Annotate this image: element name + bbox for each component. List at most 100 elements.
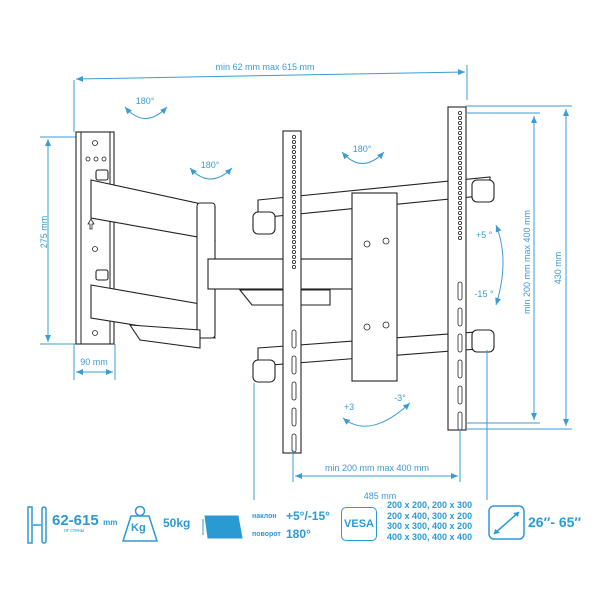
rail-hole [291, 214, 296, 219]
bracket-height-dimension: 430 mm [466, 105, 572, 430]
rail-slot [291, 381, 297, 401]
up-arrow-icon [87, 218, 95, 230]
rail-hole [457, 135, 462, 140]
rail-hole [291, 184, 296, 189]
bracket-width-dimension: 485 mm [253, 350, 488, 500]
rail-hole [291, 134, 296, 139]
level-adjust-indicator: +3 -3° [342, 393, 411, 427]
wall-plate-height-dimension: 275 mm [39, 136, 80, 345]
arm-swivel-indicator: 180° [189, 160, 233, 180]
tilt-indicator: +5 ° -15 ° [474, 224, 504, 306]
rail-hole [457, 205, 462, 210]
vesa-pattern-row: 200 x 200, 200 x 300 [387, 500, 473, 510]
rail-slot [457, 281, 463, 301]
rail-hole [457, 170, 462, 175]
vesa-vertical-dimension: min 200 mm max 400 mm [466, 112, 540, 424]
wall-plate-height-label: 275 mm [39, 216, 49, 249]
tilt-value: +5°/-15° [286, 509, 330, 523]
rail-slot [457, 411, 463, 431]
rail-hole [457, 155, 462, 160]
rail-slot [457, 359, 463, 379]
rail-hole [291, 254, 296, 259]
wall-swivel-indicator: 180° [124, 96, 168, 119]
weight-value: 50kg [163, 516, 191, 530]
rail-hole [291, 154, 296, 159]
screen-size-icon [488, 505, 525, 540]
rail-hole [457, 210, 462, 215]
depth-label: min 62 mm max 615 mm [215, 62, 314, 72]
rail-hole [457, 160, 462, 165]
rail-hole [457, 165, 462, 170]
rail-hole [457, 121, 462, 126]
rail-hole [291, 199, 296, 204]
bracket-height-label: 430 mm [553, 252, 563, 285]
rail-hole [291, 239, 296, 244]
rail-hole [291, 139, 296, 144]
tilt-up-label: +5 ° [476, 230, 493, 240]
rail-hole [457, 145, 462, 150]
rail-hole [457, 235, 462, 240]
rail-hole [291, 234, 296, 239]
rail-hole [291, 249, 296, 254]
rail-hole [291, 244, 296, 249]
tilt-down-label: -15 ° [474, 289, 494, 299]
swivel-label: поворот [252, 531, 281, 538]
rail-slot [291, 407, 297, 427]
head-swivel-label: 180° [353, 144, 372, 154]
rail-hole [291, 169, 296, 174]
rail-hole [457, 230, 462, 235]
distance-caption: от стены [64, 528, 85, 534]
mount-diagram: min 62 mm max 615 mm 275 mm 90 mm [39, 62, 572, 500]
vesa-horizontal-dimension: min 200 mm max 400 mm [292, 430, 461, 482]
rail-hole [291, 179, 296, 184]
wall-plate-width-label: 90 mm [80, 357, 108, 367]
weight-icon: Kg [121, 505, 159, 543]
depth-dimension: min 62 mm max 615 mm [73, 62, 468, 132]
vesa-patterns: 200 x 200, 200 x 300 200 x 400, 300 x 20… [387, 500, 472, 542]
rail-hole [291, 224, 296, 229]
rail-hole [457, 130, 462, 135]
rail-hole [457, 116, 462, 121]
rail-hole [457, 225, 462, 230]
wall-plate-width-dimension: 90 mm [73, 344, 116, 380]
rail-hole [291, 259, 296, 264]
rail-hole [291, 264, 296, 269]
rail-hole [457, 215, 462, 220]
rail-hole [291, 149, 296, 154]
rail-slot [291, 355, 297, 375]
swivel-value: 180° [286, 527, 311, 541]
rail-hole [291, 204, 296, 209]
rail-hole [457, 175, 462, 180]
rail-slot [291, 433, 297, 453]
rail-hole [291, 174, 296, 179]
rail-hole [457, 150, 462, 155]
rail-hole [457, 126, 462, 131]
distance-value: 62-615 [52, 512, 99, 529]
vesa-horizontal-label: min 200 mm max 400 mm [325, 463, 429, 473]
screen-size-value: 26″- 65″ [528, 514, 582, 530]
vesa-icon-label: VESA [344, 518, 374, 530]
level-minus-label: -3° [394, 393, 406, 403]
weight-icon-label: Kg [131, 522, 146, 534]
rail-slot [457, 385, 463, 405]
rail-hole [291, 159, 296, 164]
rail-hole [291, 219, 296, 224]
rail-slot [457, 333, 463, 353]
rail-hole [457, 200, 462, 205]
rail-hole [291, 194, 296, 199]
distance-unit: mm [103, 518, 118, 527]
rail-hole [457, 111, 462, 116]
vesa-vertical-label: min 200 mm max 400 mm [522, 210, 532, 314]
rail-slot [291, 329, 297, 349]
rail-hole [291, 229, 296, 234]
vesa-icon: VESA [341, 507, 377, 541]
rail-hole [457, 180, 462, 185]
bracket-width-label: 485 mm [364, 491, 397, 500]
head-swivel-indicator: 180° [341, 144, 385, 164]
wall-distance-icon [27, 506, 47, 544]
rail-hole [457, 195, 462, 200]
rail-slot [457, 307, 463, 327]
rail-hole [291, 144, 296, 149]
arm-swivel-label: 180° [201, 160, 220, 170]
rail-hole [457, 185, 462, 190]
